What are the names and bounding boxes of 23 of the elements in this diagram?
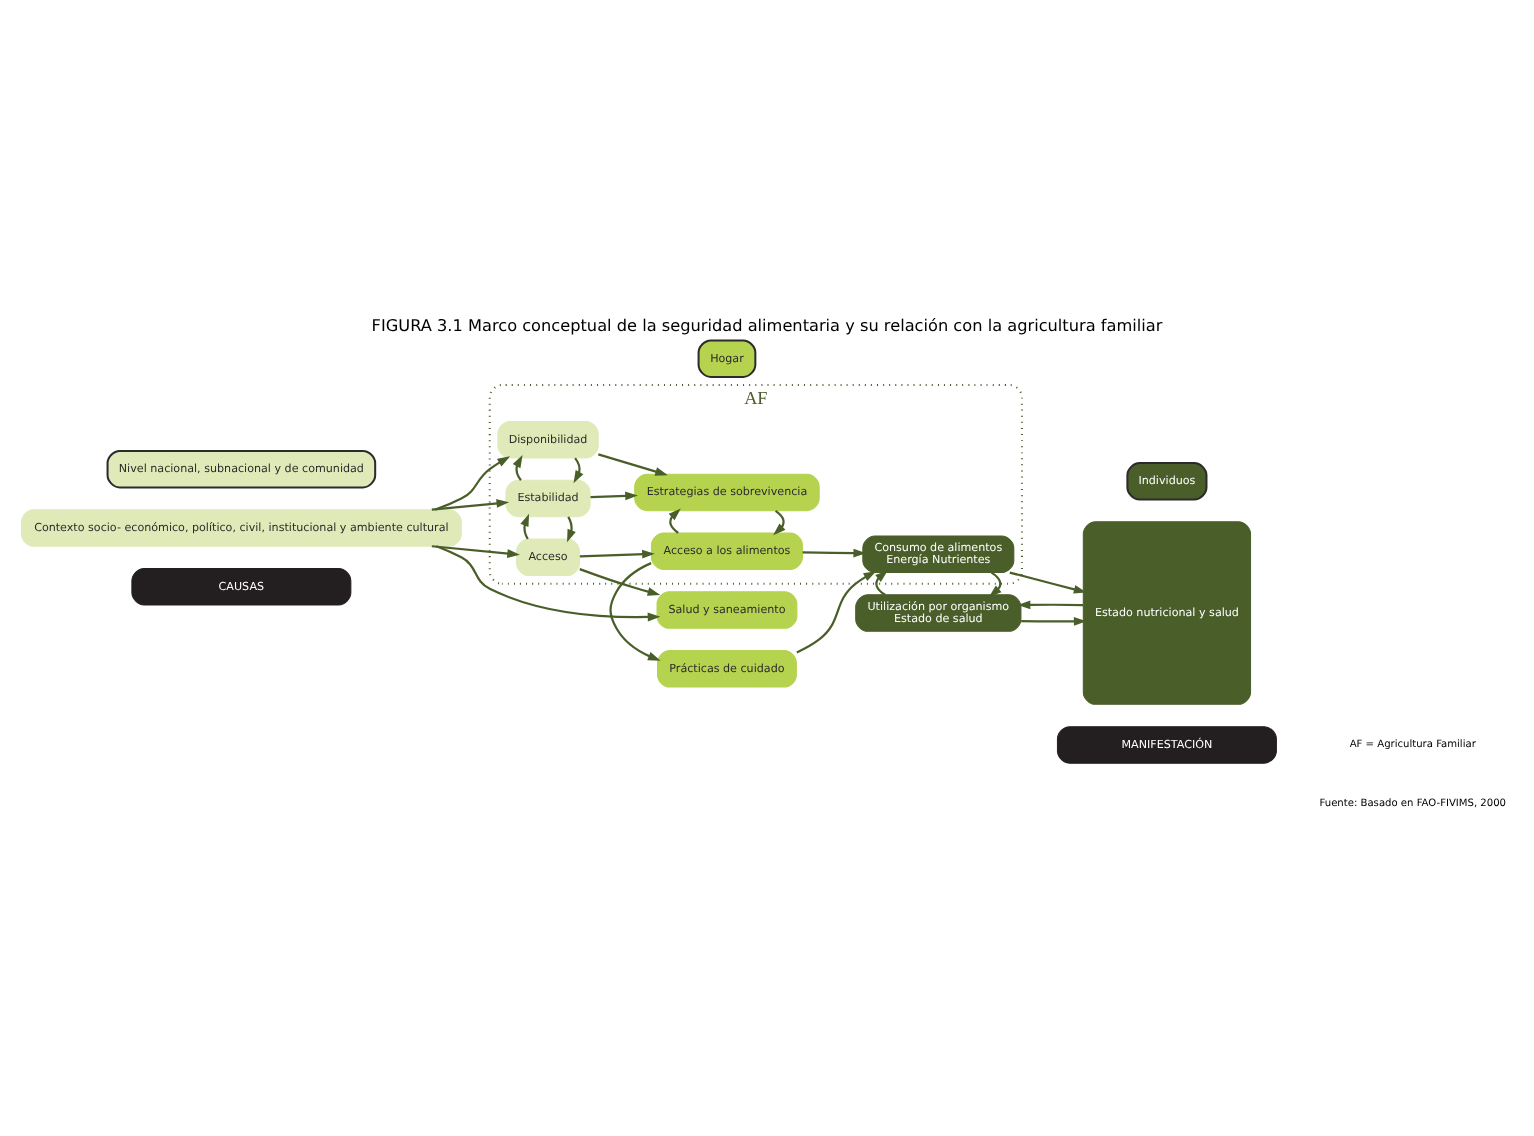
arrow: [431, 545, 520, 558]
arrow: [567, 516, 576, 543]
diagram-title: FIGURA 3.1 Marco conceptual de la seguridad alimentaria y su relación con la agricultura familiar: [371, 315, 1163, 336]
arrow: [773, 509, 786, 536]
arrow: [1017, 600, 1084, 610]
arrow: [520, 513, 530, 540]
arrow: [796, 571, 877, 654]
arrow: [512, 455, 523, 481]
arrow: [802, 548, 867, 558]
arrow: [988, 571, 1002, 597]
arrow: [609, 562, 661, 661]
arrow: [435, 456, 511, 511]
arrow: [431, 499, 510, 511]
arrow: [590, 491, 638, 501]
arrow: [573, 457, 584, 484]
arrow: [1009, 571, 1087, 594]
arrow: [579, 568, 661, 596]
arrow: [668, 508, 681, 534]
arrow: [579, 549, 655, 559]
arrow: [598, 453, 668, 476]
arrow: [436, 545, 661, 622]
arrow: [1021, 616, 1087, 626]
arrow: [875, 570, 888, 596]
